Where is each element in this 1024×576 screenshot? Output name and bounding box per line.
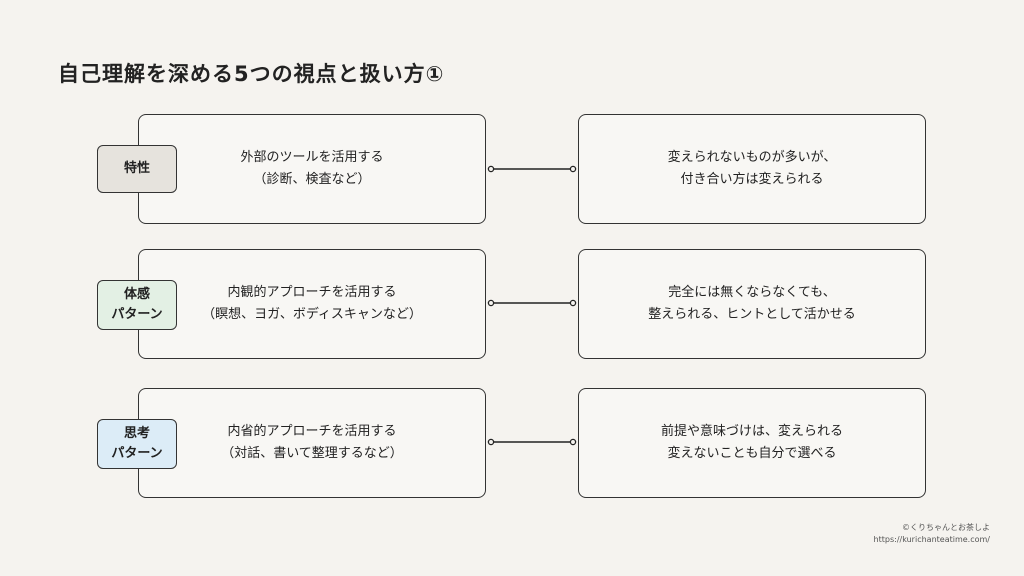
category-label-3b: パターン — [111, 446, 163, 461]
method-text-2a: 内観的アプローチを活用する — [227, 285, 397, 300]
method-box-1: 外部のツールを活用する （診断、検査など） — [138, 114, 486, 224]
page-title: 自己理解を深める5つの視点と扱い方① — [58, 62, 445, 86]
outcome-text-3a: 前提や意味づけは、変えられる — [660, 424, 843, 439]
category-label-2b: パターン — [111, 307, 163, 322]
category-label-2a: 体感 — [123, 287, 150, 302]
outcome-text-3b: 変えないことも自分で選べる — [667, 446, 837, 461]
method-box-3: 内省的アプローチを活用する （対話、書いて整理するなど） — [138, 388, 486, 498]
category-tag-3: 思考 パターン — [97, 419, 177, 469]
category-tag-1: 特性 — [97, 145, 177, 193]
outcome-box-1: 変えられないものが多いが、 付き合い方は変えられる — [578, 114, 926, 224]
method-text-3a: 内省的アプローチを活用する — [227, 424, 397, 439]
method-text-1a: 外部のツールを活用する — [240, 150, 384, 165]
credit: ©くりちゃんとお茶しよ https://kurichanteatime.com/ — [874, 522, 990, 546]
category-label-1: 特性 — [123, 161, 150, 176]
credit-name: ©くりちゃんとお茶しよ — [902, 523, 990, 532]
connector-1 — [487, 165, 577, 173]
outcome-box-2: 完全には無くならなくても、 整えられる、ヒントとして活かせる — [578, 249, 926, 359]
outcome-text-2a: 完全には無くならなくても、 — [668, 285, 836, 300]
category-label-3a: 思考 — [123, 426, 150, 441]
category-tag-2: 体感 パターン — [97, 280, 177, 330]
outcome-text-1a: 変えられないものが多いが、 — [667, 150, 837, 165]
outcome-box-3: 前提や意味づけは、変えられる 変えないことも自分で選べる — [578, 388, 926, 498]
connector-2 — [487, 299, 577, 307]
method-text-3b: （対話、書いて整理するなど） — [221, 446, 403, 461]
method-text-2b: （瞑想、ヨガ、ボディスキャンなど） — [202, 307, 422, 322]
method-box-2: 内観的アプローチを活用する （瞑想、ヨガ、ボディスキャンなど） — [138, 249, 486, 359]
credit-url: https://kurichanteatime.com/ — [873, 535, 990, 544]
connector-3 — [487, 438, 577, 446]
outcome-text-2b: 整えられる、ヒントとして活かせる — [648, 307, 856, 322]
method-text-1b: （診断、検査など） — [253, 172, 371, 187]
outcome-text-1b: 付き合い方は変えられる — [680, 172, 824, 187]
